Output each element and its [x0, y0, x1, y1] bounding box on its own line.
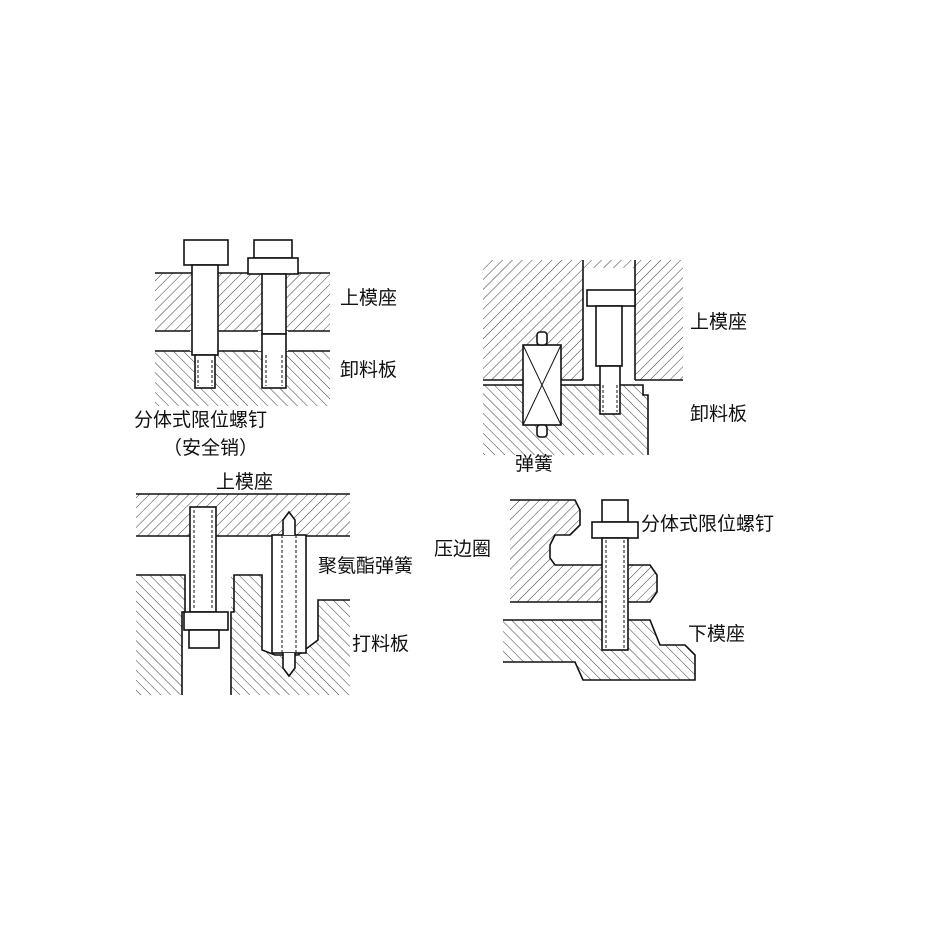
limit-screw-tr — [586, 268, 636, 415]
br-blank-holder — [510, 500, 657, 602]
label-br-limit-screw: 分体式限位螺钉 — [641, 513, 774, 535]
label-bl-knockout-plate: 打料板 — [352, 633, 409, 655]
limit-screw-right — [247, 239, 299, 389]
panel-bottom-left — [136, 493, 350, 695]
stripper-plate — [155, 351, 330, 406]
bl-polyurethane-spring — [271, 510, 307, 678]
br-lower-die-seat — [503, 620, 695, 680]
br-limit-screw — [591, 499, 639, 651]
label-br-blank-holder: 压边圈 — [434, 538, 491, 560]
label-bl-upper-die-seat: 上模座 — [216, 471, 273, 493]
label-tl-upper-die-seat: 上模座 — [340, 287, 397, 309]
label-tr-spring: 弹簧 — [515, 453, 553, 475]
label-br-lower-die-seat: 下模座 — [688, 623, 745, 645]
label-tl-caption-line1: 分体式限位螺钉 — [134, 409, 267, 431]
label-tr-upper-die-seat: 上模座 — [690, 311, 747, 333]
upper-die-seat-plate — [155, 273, 330, 331]
label-tr-stripper-plate: 卸料板 — [690, 403, 747, 425]
panel-bottom-right — [503, 499, 696, 681]
label-bl-polyurethane-spring: 聚氨酯弹簧 — [318, 555, 413, 577]
label-tl-stripper-plate: 卸料板 — [340, 359, 397, 381]
spring-element — [522, 331, 562, 438]
panel-top-left — [155, 239, 330, 406]
bl-upper-die-seat — [136, 494, 350, 536]
stripper-plate-block — [483, 385, 648, 455]
bl-knockout-right — [231, 575, 350, 695]
label-tl-caption-line2: （安全销） — [163, 437, 258, 459]
bl-limit-screw — [183, 506, 229, 649]
limit-screw-left — [183, 239, 229, 389]
bl-knockout-left — [136, 575, 185, 695]
panel-top-right — [483, 260, 683, 455]
